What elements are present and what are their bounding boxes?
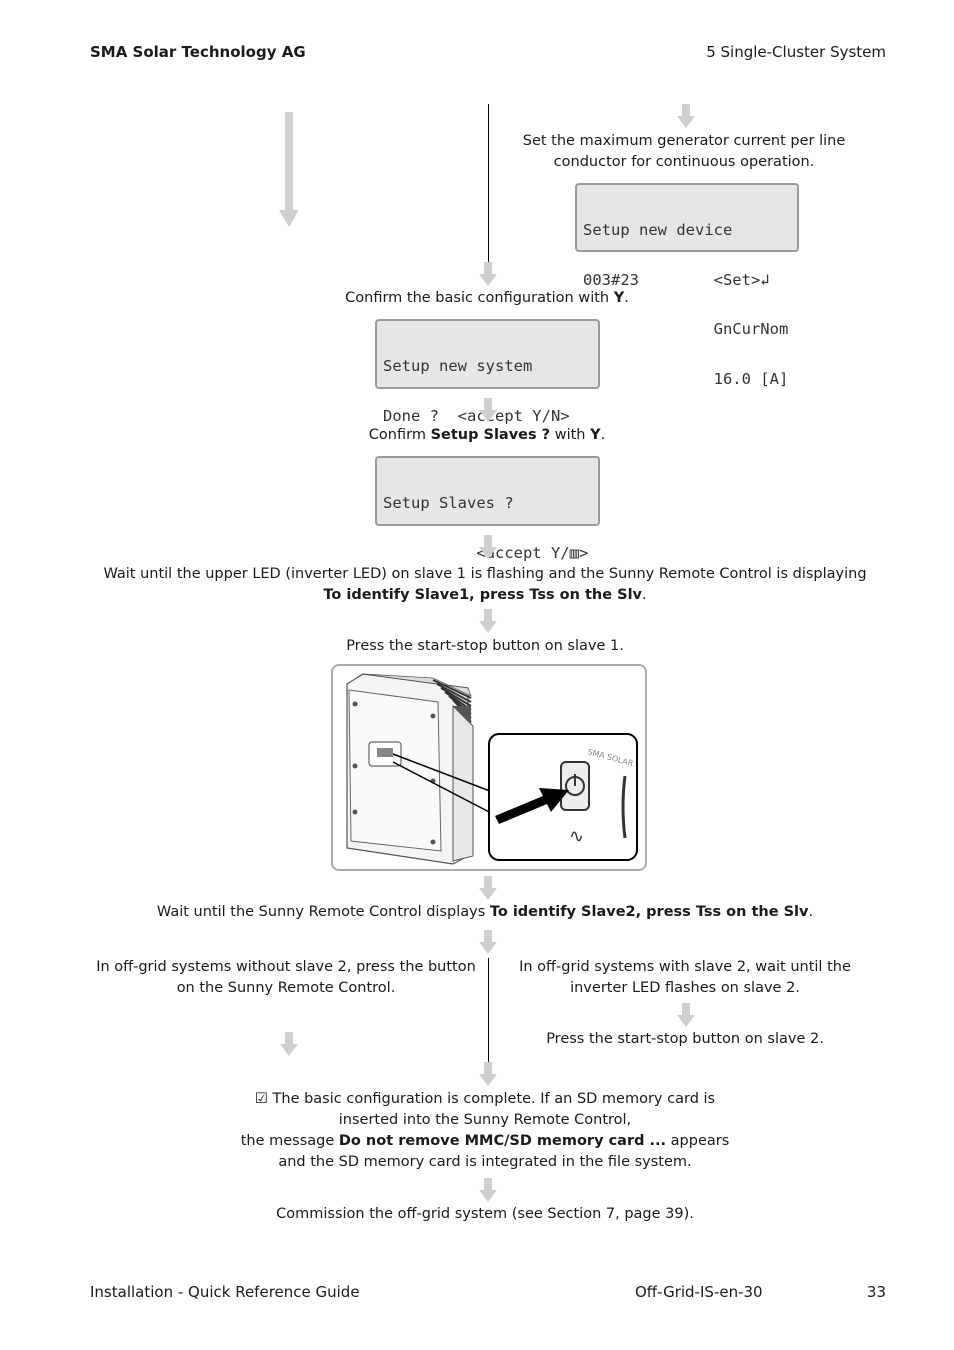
branch-right-text: In off-grid systems with slave 2, wait u… xyxy=(519,959,851,996)
lcd-line: 003#23 <Set>↲ xyxy=(583,270,770,289)
step-wait-slave2: Wait until the Sunny Remote Control disp… xyxy=(156,904,814,920)
flow-arrow xyxy=(479,876,497,900)
step-wait-slave1: Wait until the upper LED (inverter LED) … xyxy=(103,566,867,603)
lcd-line: 16.0 [A] xyxy=(583,369,789,388)
long-flow-arrow xyxy=(279,112,299,227)
flow-arrow xyxy=(280,1032,298,1056)
step-gen-current: Set the maximum generator current per li… xyxy=(522,133,846,170)
flow-arrow xyxy=(479,1062,497,1086)
flow-arrow xyxy=(479,930,497,954)
divider-line-top xyxy=(488,104,489,264)
lcd-line: Setup new system xyxy=(383,357,533,375)
inverter-figure: SMA SOLAR ∿ xyxy=(331,664,647,871)
lcd-display-slaves: Setup Slaves ? <accept Y/▥> xyxy=(375,456,600,561)
flow-arrow xyxy=(479,535,497,559)
lcd-line: Setup Slaves ? xyxy=(383,494,514,512)
footer-doc-id: Off-Grid-IS-en-30 xyxy=(635,1283,763,1301)
lcd-line: GnCurNom xyxy=(583,320,789,338)
lcd-line: Setup new device xyxy=(583,221,733,239)
lcd-display-system: Setup new system Done ? <accept Y/N> xyxy=(375,319,600,424)
page-number: 33 xyxy=(866,1283,886,1301)
flow-arrow xyxy=(677,1003,695,1027)
flow-arrow xyxy=(479,609,497,633)
step-press-slave1: Press the start-stop button on slave 1. xyxy=(346,638,624,654)
check-icon: ☑ xyxy=(254,1091,268,1107)
inverter-illustration: SMA SOLAR ∿ xyxy=(346,673,638,865)
header-company: SMA Solar Technology AG xyxy=(90,43,306,61)
header-section: 5 Single-Cluster System xyxy=(706,43,886,61)
branch-left-text: In off-grid systems without slave 2, pre… xyxy=(96,959,476,996)
step-commission: Commission the off-grid system (see Sect… xyxy=(276,1206,694,1222)
flow-arrow xyxy=(479,1178,497,1202)
footer-title: Installation - Quick Reference Guide xyxy=(90,1283,360,1301)
flow-arrow xyxy=(677,104,695,128)
flow-arrow xyxy=(479,398,497,422)
result-text: ☑ The basic configuration is complete. I… xyxy=(240,1091,730,1170)
lcd-display-device: Setup new device 003#23 <Set>↲ GnCurNom … xyxy=(575,183,799,387)
divider-line-bottom xyxy=(488,958,489,1062)
flow-arrow xyxy=(479,262,497,286)
ac-symbol: ∿ xyxy=(569,826,584,847)
step-confirm-basic: Confirm the basic configuration with Y. xyxy=(345,290,629,306)
step-confirm-slaves: Confirm Setup Slaves ? with Y. xyxy=(368,427,606,443)
step-press-slave2: Press the start-stop button on slave 2. xyxy=(546,1031,824,1047)
